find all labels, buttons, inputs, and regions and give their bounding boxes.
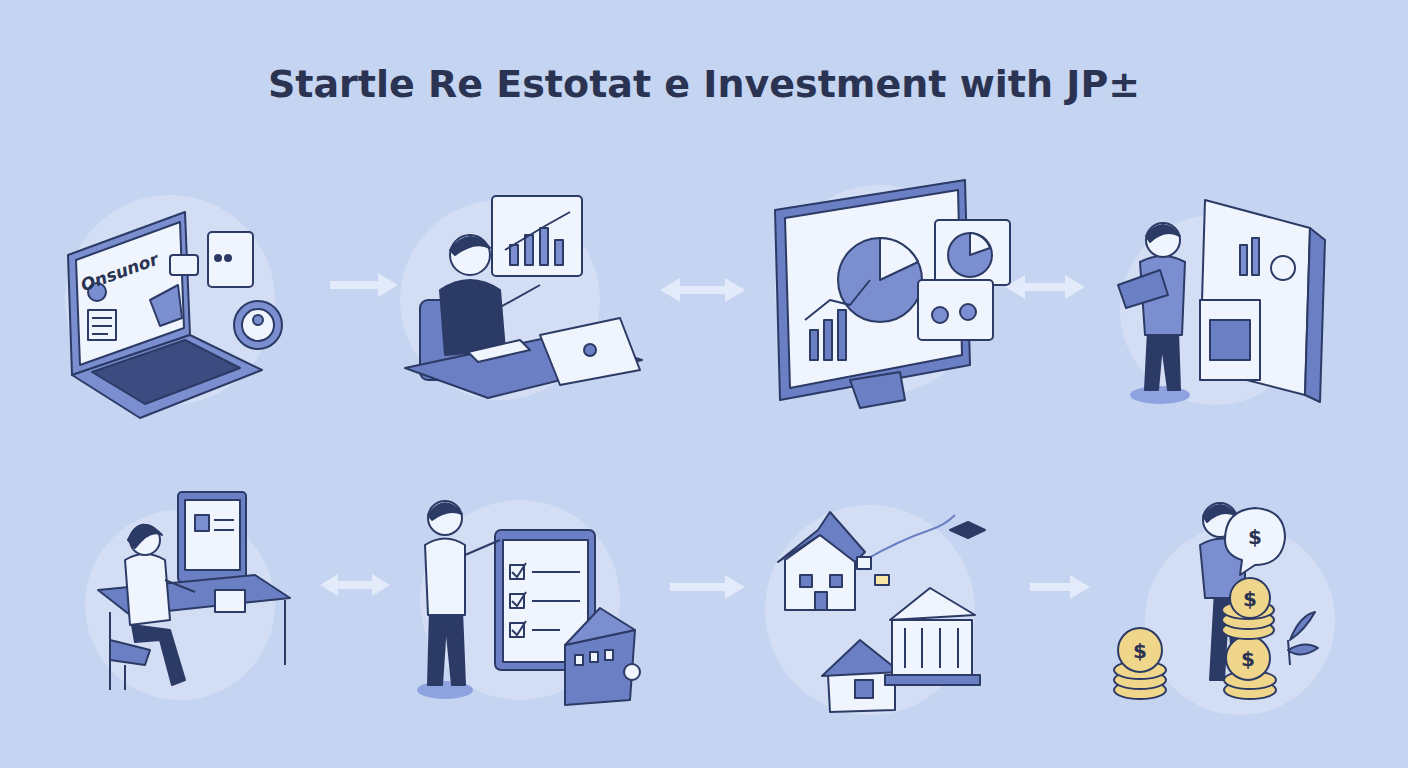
coin-symbol: $	[1241, 647, 1255, 671]
screen-label: Onsunor	[78, 249, 161, 295]
bubble-symbol: $	[1248, 525, 1262, 549]
coin-symbol: $	[1243, 587, 1257, 611]
coin-symbol: $	[1133, 639, 1147, 663]
diagram-title: Startle Re Estotat e Investment with JP±	[0, 62, 1408, 106]
